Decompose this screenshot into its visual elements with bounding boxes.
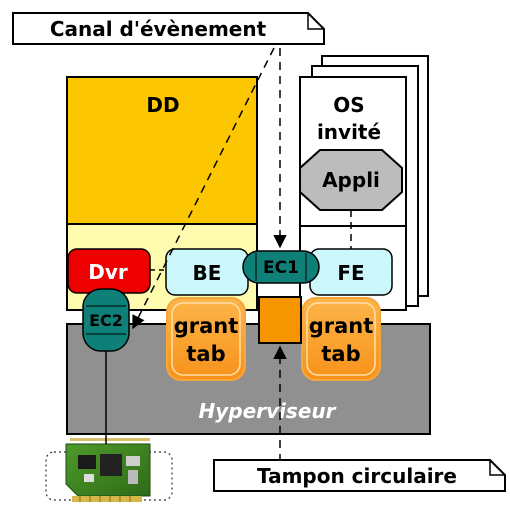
ec2-label: EC2 bbox=[89, 311, 123, 330]
hypervisor-label: Hyperviseur bbox=[199, 399, 337, 423]
frontend-label: FE bbox=[337, 261, 364, 285]
event-channel-ec1: EC1 bbox=[242, 250, 320, 284]
hardware-device bbox=[45, 438, 173, 502]
ring-buffer-callout: Tampon circulaire bbox=[213, 459, 506, 492]
grant-tab-left: grant tab bbox=[166, 297, 246, 381]
grant-tab-left-line2: tab bbox=[186, 342, 225, 366]
grant-tab-right-line1: grant bbox=[309, 314, 374, 338]
event-channel-callout-text: Canal d'évènement bbox=[50, 17, 267, 41]
driver-label: Dvr bbox=[88, 260, 128, 284]
event-channel-arrow-ec2 bbox=[132, 47, 275, 330]
appli-label: Appli bbox=[322, 168, 380, 192]
grant-tab-right-line2: tab bbox=[321, 342, 360, 366]
frontend-component: FE bbox=[309, 248, 393, 296]
ring-buffer-block bbox=[258, 296, 302, 344]
backend-component: BE bbox=[165, 248, 249, 296]
guest-os-title-line1: OS bbox=[333, 93, 364, 117]
grant-tab-right: grant tab bbox=[301, 297, 381, 381]
appli-component: Appli bbox=[299, 149, 403, 211]
guest-os-title-line2: invité bbox=[317, 120, 381, 144]
event-channel-ec2: EC2 bbox=[82, 288, 130, 352]
dd-title: DD bbox=[146, 93, 179, 117]
grant-tab-left-line1: grant bbox=[174, 314, 239, 338]
event-channel-callout: Canal d'évènement bbox=[12, 12, 325, 45]
driver-component: Dvr bbox=[67, 248, 151, 294]
backend-label: BE bbox=[193, 261, 222, 285]
network-card-icon bbox=[65, 438, 151, 502]
ring-buffer-callout-text: Tampon circulaire bbox=[257, 464, 457, 488]
ec1-label: EC1 bbox=[263, 258, 299, 278]
